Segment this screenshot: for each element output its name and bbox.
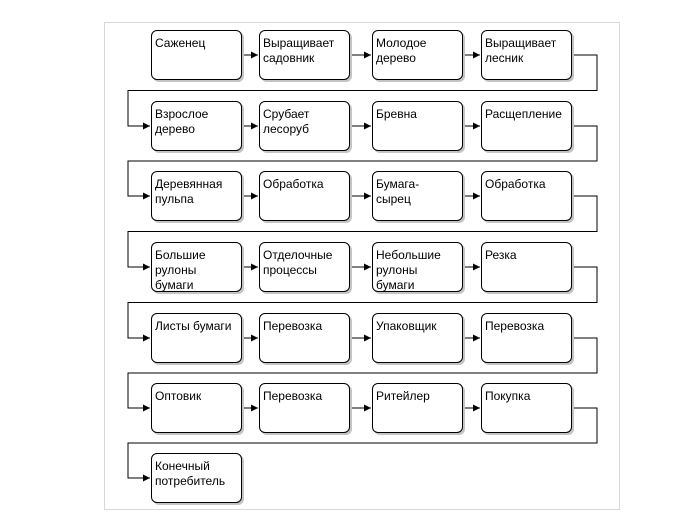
process-box: Перевозка: [481, 313, 572, 363]
row-return-arrow: [127, 266, 598, 342]
process-box: Срубает лесоруб: [259, 101, 350, 151]
process-box: Выращивает лесник: [481, 30, 572, 80]
process-box: Резка: [481, 242, 572, 292]
row-return-arrow: [127, 407, 598, 482]
row-return-arrow: [127, 337, 598, 412]
diagram-frame: [104, 22, 620, 510]
process-box: Молодое дерево: [372, 30, 463, 80]
process-box: Бумага- сырец: [372, 171, 463, 221]
process-box: Саженец: [151, 30, 242, 80]
row-return-arrow: [127, 195, 598, 271]
process-box: Покупка: [481, 383, 572, 433]
process-box: Небольшие рулоны бумаги: [372, 242, 463, 292]
process-box: Конечный потребитель: [151, 453, 242, 503]
process-box: Выращивает садовник: [259, 30, 350, 80]
process-box: Листы бумаги: [151, 313, 242, 363]
process-box: Отделочные процессы: [259, 242, 350, 292]
process-box: Обработка: [259, 171, 350, 221]
row-return-arrow: [127, 125, 598, 200]
process-box: Ритейлер: [372, 383, 463, 433]
process-box: Упаковщик: [372, 313, 463, 363]
process-box: Перевозка: [259, 313, 350, 363]
process-box: Деревянная пульпа: [151, 171, 242, 221]
process-box: Обработка: [481, 171, 572, 221]
process-box: Бревна: [372, 101, 463, 151]
process-box: Перевозка: [259, 383, 350, 433]
process-box: Большие рулоны бумаги: [151, 242, 242, 292]
process-box: Взрослое дерево: [151, 101, 242, 151]
process-box: Оптовик: [151, 383, 242, 433]
process-box: Расщепление: [481, 101, 572, 151]
row-return-arrow: [127, 54, 598, 130]
